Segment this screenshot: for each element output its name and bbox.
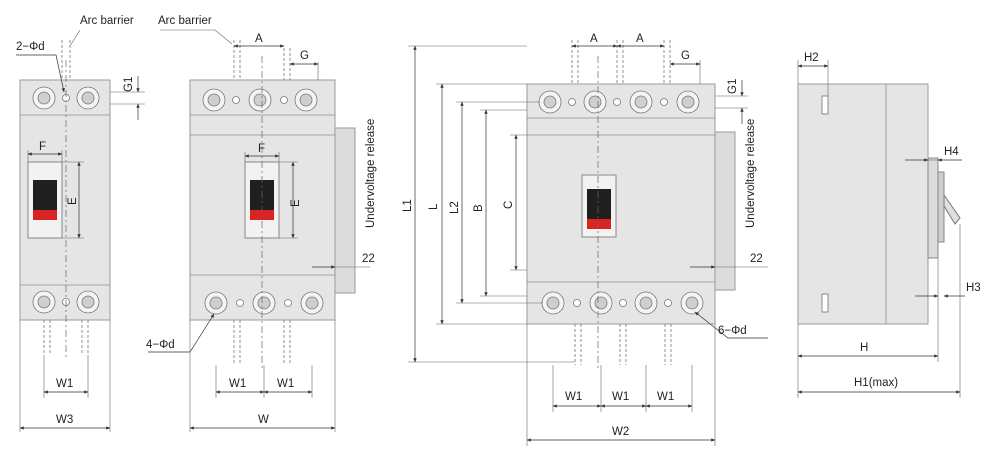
view-side: H2 H4 H3 H H1(max) — [797, 52, 981, 398]
dim-w3: W3 — [56, 414, 73, 426]
bottom-terminals-3p — [204, 291, 324, 315]
dim-h: H — [860, 342, 868, 354]
six-phi-d-label: 6−Φd — [718, 325, 747, 337]
dim-a-4p-1: A — [590, 33, 598, 45]
dim-a-4p-2: A — [636, 33, 644, 45]
side-body-rear — [797, 83, 887, 325]
dim-l1: L1 — [402, 199, 414, 212]
side-handle-base — [937, 171, 945, 243]
dim-w1-4p-a: W1 — [565, 391, 582, 403]
dim-g-3p: G — [300, 50, 309, 62]
dim-b: B — [473, 204, 485, 212]
dim-e-3p: E — [290, 199, 302, 207]
dim-l: L — [428, 203, 440, 210]
handle-red-4p — [587, 219, 611, 229]
undervoltage-release-label-1: Undervoltage release — [365, 119, 377, 228]
arc-barrier-label-mid: Arc barrier — [158, 15, 212, 27]
view-4-pole: A A G G1 Undervoltage release 22 6−Φd L1… — [402, 33, 768, 446]
dim-w1-4p-b: W1 — [612, 391, 629, 403]
side-slot-bottom — [821, 293, 829, 313]
dim-h1-max: H1(max) — [854, 377, 898, 389]
dim-22-4p: 22 — [750, 253, 763, 265]
two-phi-d-label: 2−Φd — [16, 41, 45, 53]
dim-f-2p: F — [39, 141, 46, 153]
breaker-body-4p — [526, 83, 716, 325]
dim-w1-4p-c: W1 — [657, 391, 674, 403]
side-slot-top — [821, 95, 829, 115]
undervoltage-release-label-2: Undervoltage release — [745, 119, 757, 228]
dim-g1-2p: G1 — [123, 77, 135, 92]
bottom-terminals-4p — [541, 291, 704, 315]
undervoltage-module-3p — [334, 127, 356, 294]
side-cover-step — [927, 157, 939, 259]
dim-h2: H2 — [804, 52, 819, 64]
dim-22-3p: 22 — [362, 253, 375, 265]
dim-h3: H3 — [966, 282, 981, 294]
dim-g-4p: G — [681, 50, 690, 62]
dim-f-3p: F — [258, 143, 265, 155]
side-handle-lever — [943, 193, 961, 225]
handle-red-2p — [33, 210, 57, 220]
undervoltage-module-4p — [714, 131, 736, 291]
view-2-pole: Arc barrier 2−Φd G1 F E W1 W3 — [16, 15, 145, 432]
four-phi-d-label: 4−Φd — [146, 339, 175, 351]
dim-w1-2p: W1 — [56, 378, 73, 390]
dim-w1-3p-a: W1 — [229, 378, 246, 390]
top-terminals-4p — [538, 90, 700, 114]
dim-c: C — [503, 201, 515, 209]
dim-w2: W2 — [612, 426, 629, 438]
dim-w: W — [258, 414, 269, 426]
arc-barrier-label-left: Arc barrier — [80, 15, 134, 27]
dim-l2: L2 — [449, 201, 461, 214]
handle-red-3p — [250, 210, 274, 220]
top-terminals-3p — [202, 88, 318, 112]
dim-a-3p: A — [255, 33, 263, 45]
dim-h4: H4 — [944, 146, 959, 158]
top-terminals-2p — [32, 86, 100, 110]
view-3-pole: Arc barrier A G F E Undervoltage release… — [146, 15, 377, 432]
dim-e-2p: E — [67, 197, 79, 205]
side-body-front — [885, 83, 929, 325]
dim-g1-4p: G1 — [727, 79, 739, 94]
bottom-terminals-2p — [32, 290, 100, 314]
dim-w1-3p-b: W1 — [277, 378, 294, 390]
